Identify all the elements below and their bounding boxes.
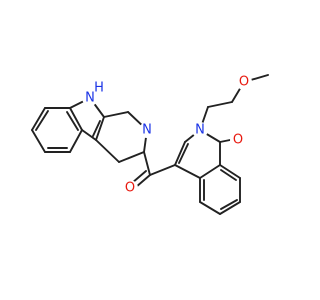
bond: [149, 164, 176, 176]
bond: [31, 107, 46, 131]
bond: [219, 201, 241, 215]
bond: [95, 116, 105, 141]
bond-lines: [31, 74, 269, 215]
atom-label-background: [93, 82, 105, 94]
bond: [199, 201, 221, 215]
atom-label-background: [82, 90, 98, 106]
bond: [31, 129, 46, 153]
atom-label-n3: N: [195, 123, 205, 138]
atom-label-background: [230, 132, 246, 148]
bond: [66, 111, 79, 131]
atom-label-h: H: [94, 81, 104, 96]
bond: [143, 151, 151, 176]
atom-label-background: [122, 180, 138, 196]
bond: [220, 199, 238, 210]
bond: [174, 164, 201, 179]
bond: [174, 141, 186, 166]
bond: [35, 110, 49, 131]
bond: [69, 107, 83, 131]
bond: [220, 169, 237, 181]
bond: [131, 170, 147, 184]
bond: [103, 111, 129, 118]
atom-label-background: [139, 122, 155, 138]
bond: [135, 174, 151, 188]
bond: [219, 164, 241, 179]
atom-label-o1: O: [125, 181, 135, 196]
bond: [69, 129, 83, 153]
bond: [81, 129, 97, 141]
atom-label-o3: O: [239, 75, 249, 90]
bond: [118, 151, 145, 163]
bond: [219, 139, 231, 143]
atom-label-o2: O: [233, 133, 243, 148]
bond: [92, 120, 101, 137]
bond: [199, 164, 221, 179]
atom-label-background: [236, 74, 252, 90]
bond: [95, 139, 120, 163]
atom-label-n2: N: [142, 123, 152, 138]
bond: [178, 143, 189, 164]
bond: [207, 101, 233, 108]
atom-label-background: [192, 122, 208, 138]
atom-label-nh: N: [85, 91, 95, 106]
